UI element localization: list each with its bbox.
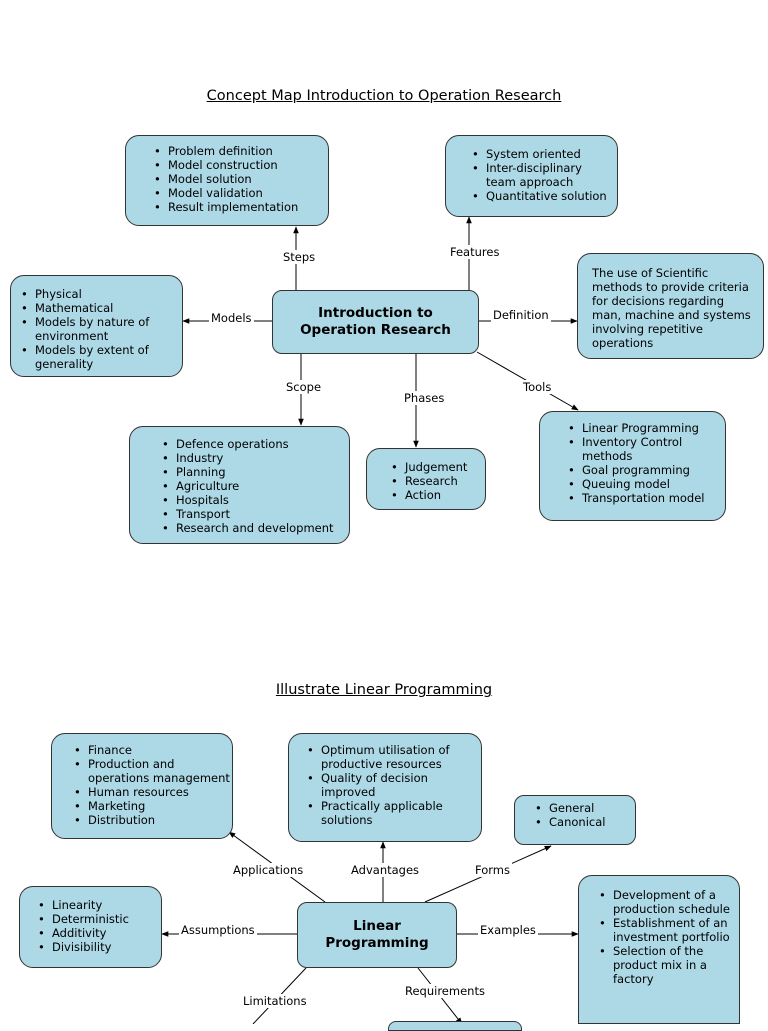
scope-box: Defence operations Industry Planning Agr… <box>129 426 350 544</box>
models-link-label: Models <box>209 311 254 325</box>
definition-box: The use of Scientific methods to provide… <box>577 253 764 359</box>
applications-item: Production and operations management <box>68 757 230 785</box>
definition-text: The use of Scientific methods to provide… <box>592 266 751 350</box>
applications-item: Marketing <box>68 799 230 813</box>
map2-title: Illustrate Linear Programming <box>275 682 493 698</box>
phases-item: Action <box>385 488 481 502</box>
applications-item: Distribution <box>68 813 230 827</box>
advantages-box: Optimum utilisation of productive resour… <box>288 733 482 842</box>
applications-box: Finance Production and operations manage… <box>51 733 233 839</box>
center-introduction-or: Introduction to Operation Research <box>272 290 479 354</box>
features-item: Quantitative solution <box>466 189 613 203</box>
map1-title: Concept Map Introduction to Operation Re… <box>206 88 562 104</box>
steps-link-label: Steps <box>281 250 318 264</box>
scope-item: Research and development <box>156 521 345 535</box>
examples-item: Development of a production schedule <box>593 888 735 916</box>
applications-item: Human resources <box>68 785 230 799</box>
phases-link-label: Phases <box>402 391 447 405</box>
tools-item: Goal programming <box>562 463 721 477</box>
steps-box: Problem definition Model construction Mo… <box>125 135 329 226</box>
steps-item: Problem definition <box>148 144 324 158</box>
tools-item: Transportation model <box>562 491 721 505</box>
applications-item: Finance <box>68 743 230 757</box>
phases-item: Judgement <box>385 460 481 474</box>
examples-item: Selection of the product mix in a factor… <box>593 944 735 986</box>
models-item: Models by extent of generality <box>15 343 178 371</box>
center-label: Introduction to Operation Research <box>300 305 451 338</box>
center-linear-programming: Linear Programming <box>297 902 457 968</box>
features-link-label: Features <box>448 245 502 259</box>
features-item: Inter-disciplinary team approach <box>466 161 613 189</box>
center-label: Linear Programming <box>325 918 429 951</box>
limitations-link-label: Limitations <box>241 994 309 1008</box>
models-box: Physical Mathematical Models by nature o… <box>10 275 183 377</box>
applications-link-label: Applications <box>231 863 306 877</box>
models-item: Models by nature of environment <box>15 315 178 343</box>
tools-item: Linear Programming <box>562 421 721 435</box>
forms-box: General Canonical <box>514 795 636 845</box>
models-item: Mathematical <box>15 301 178 315</box>
examples-item: Establishment of an investment portfolio <box>593 916 735 944</box>
scope-item: Defence operations <box>156 437 345 451</box>
scope-item: Hospitals <box>156 493 345 507</box>
scope-item: Industry <box>156 451 345 465</box>
steps-item: Model construction <box>148 158 324 172</box>
steps-item: Model solution <box>148 172 324 186</box>
assumptions-link-label: Assumptions <box>179 923 257 937</box>
forms-item: General <box>529 801 631 815</box>
phases-box: Judgement Research Action <box>366 448 486 510</box>
forms-link-label: Forms <box>473 863 512 877</box>
advantages-link-label: Advantages <box>349 863 422 877</box>
assumptions-item: Deterministic <box>32 912 157 926</box>
advantages-item: Practically applicable solutions <box>301 799 475 827</box>
tools-link-label: Tools <box>521 380 554 394</box>
requirements-box <box>388 1021 522 1031</box>
scope-item: Planning <box>156 465 345 479</box>
assumptions-box: Linearity Deterministic Additivity Divis… <box>19 886 162 968</box>
features-box: System oriented Inter-disciplinary team … <box>445 135 618 217</box>
features-item: System oriented <box>466 147 613 161</box>
scope-link-label: Scope <box>284 380 324 394</box>
assumptions-item: Linearity <box>32 898 157 912</box>
models-item: Physical <box>15 287 178 301</box>
steps-item: Model validation <box>148 186 324 200</box>
tools-item: Inventory Control methods <box>562 435 721 463</box>
advantages-item: Quality of decision improved <box>301 771 475 799</box>
tools-box: Linear Programming Inventory Control met… <box>539 411 726 521</box>
definition-link-label: Definition <box>491 308 551 322</box>
examples-box: Development of a production schedule Est… <box>578 875 740 1024</box>
steps-item: Result implementation <box>148 200 324 214</box>
assumptions-item: Additivity <box>32 926 157 940</box>
phases-item: Research <box>385 474 481 488</box>
scope-item: Agriculture <box>156 479 345 493</box>
advantages-item: Optimum utilisation of productive resour… <box>301 743 475 771</box>
tools-item: Queuing model <box>562 477 721 491</box>
examples-link-label: Examples <box>478 923 538 937</box>
scope-item: Transport <box>156 507 345 521</box>
forms-item: Canonical <box>529 815 631 829</box>
requirements-link-label: Requirements <box>403 984 487 998</box>
assumptions-item: Divisibility <box>32 940 157 954</box>
